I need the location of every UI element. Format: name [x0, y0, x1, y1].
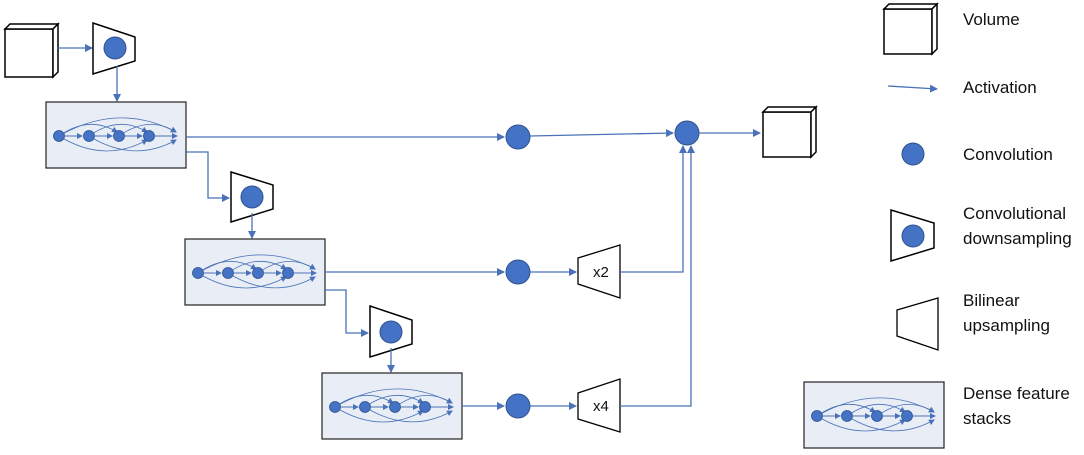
- dense-skip-connection: [197, 260, 257, 274]
- dense-skip-connection: [846, 403, 906, 417]
- dense-feature-stack-1: [45, 101, 187, 169]
- legend-conv-downsampling-label-1: Convolutional: [963, 204, 1066, 223]
- dense-skip-connection: [88, 135, 177, 152]
- dense-node: [901, 410, 913, 422]
- dense-feature-stack-3: [321, 372, 463, 440]
- dense-skip-connection: [364, 406, 453, 423]
- dense-node: [143, 130, 155, 142]
- activation-arrow: [620, 145, 695, 407]
- legend-bilinear-upsampling-icon: [896, 297, 939, 351]
- dense-skip-connection: [257, 261, 316, 274]
- dense-node: [389, 401, 401, 413]
- dense-node: [841, 410, 853, 422]
- legend-bilinear-label-2: upsampling: [963, 316, 1050, 335]
- dense-skip-connection: [58, 135, 148, 152]
- dense-skip-connection: [846, 415, 935, 432]
- convolution-node: [505, 124, 531, 150]
- dense-node: [811, 410, 823, 422]
- dense-node: [419, 401, 431, 413]
- legend-activation-label: Activation: [963, 78, 1037, 97]
- upsample-label-x4: x4: [593, 398, 609, 415]
- dense-node: [192, 267, 204, 279]
- legend-activation-arrow-icon: [887, 84, 938, 93]
- dense-node: [113, 130, 125, 142]
- dense-node: [282, 267, 294, 279]
- dense-skip-connection: [197, 272, 287, 289]
- legend-bilinear-label-1: Bilinear: [963, 291, 1020, 310]
- legend-dense-label-2: stacks: [963, 409, 1011, 428]
- merge-convolution-node: [674, 120, 700, 146]
- legend: Volume Activation Convolution Convolutio…: [803, 2, 1072, 449]
- dense-skip-connection: [58, 123, 118, 137]
- legend-conv-downsampling-label-2: downsampling: [963, 229, 1072, 248]
- dense-skip-connection: [118, 124, 177, 137]
- conv-downsampling-icon: [369, 304, 413, 359]
- dense-node: [53, 130, 65, 142]
- legend-dense-feature-stack-icon: [803, 381, 945, 449]
- dense-skip-connection: [88, 123, 148, 137]
- dense-node: [359, 401, 371, 413]
- legend-volume-icon: [882, 2, 939, 56]
- legend-dense-label-1: Dense feature: [963, 384, 1070, 403]
- dense-skip-connection: [876, 404, 935, 417]
- upsample-label-x2: x2: [593, 264, 609, 281]
- legend-convolution-label: Convolution: [963, 145, 1053, 164]
- dense-skip-connection: [334, 406, 424, 423]
- activation-arrow: [186, 151, 230, 202]
- dense-skip-connection: [364, 394, 424, 408]
- dense-node: [252, 267, 264, 279]
- dense-skip-connection: [227, 260, 287, 274]
- input-volume-icon: [3, 22, 60, 79]
- dense-skip-connection: [394, 395, 453, 408]
- dense-skip-connection: [334, 394, 394, 408]
- dense-feature-stack-2: [184, 238, 326, 306]
- dense-skip-connection: [816, 415, 906, 432]
- dense-skip-connection: [816, 403, 876, 417]
- dense-node: [871, 410, 883, 422]
- legend-conv-downsampling-icon: [890, 208, 935, 263]
- activation-arrow: [529, 129, 674, 138]
- dense-node: [329, 401, 341, 413]
- bilinear-upsampling-x4: x4: [577, 378, 621, 433]
- convolution-node: [505, 259, 531, 285]
- activation-arrow: [620, 145, 687, 273]
- conv-downsampling-icon: [230, 170, 274, 224]
- bilinear-upsampling-x2: x2: [577, 244, 621, 299]
- dense-skip-connection: [227, 272, 316, 289]
- dense-node: [83, 130, 95, 142]
- output-volume-icon: [761, 105, 818, 159]
- dense-node: [222, 267, 234, 279]
- convolution-node: [505, 393, 531, 419]
- legend-volume-label: Volume: [963, 10, 1020, 29]
- conv-downsampling-icon: [92, 21, 136, 76]
- activation-arrow: [324, 289, 369, 337]
- legend-convolution-icon: [901, 142, 925, 166]
